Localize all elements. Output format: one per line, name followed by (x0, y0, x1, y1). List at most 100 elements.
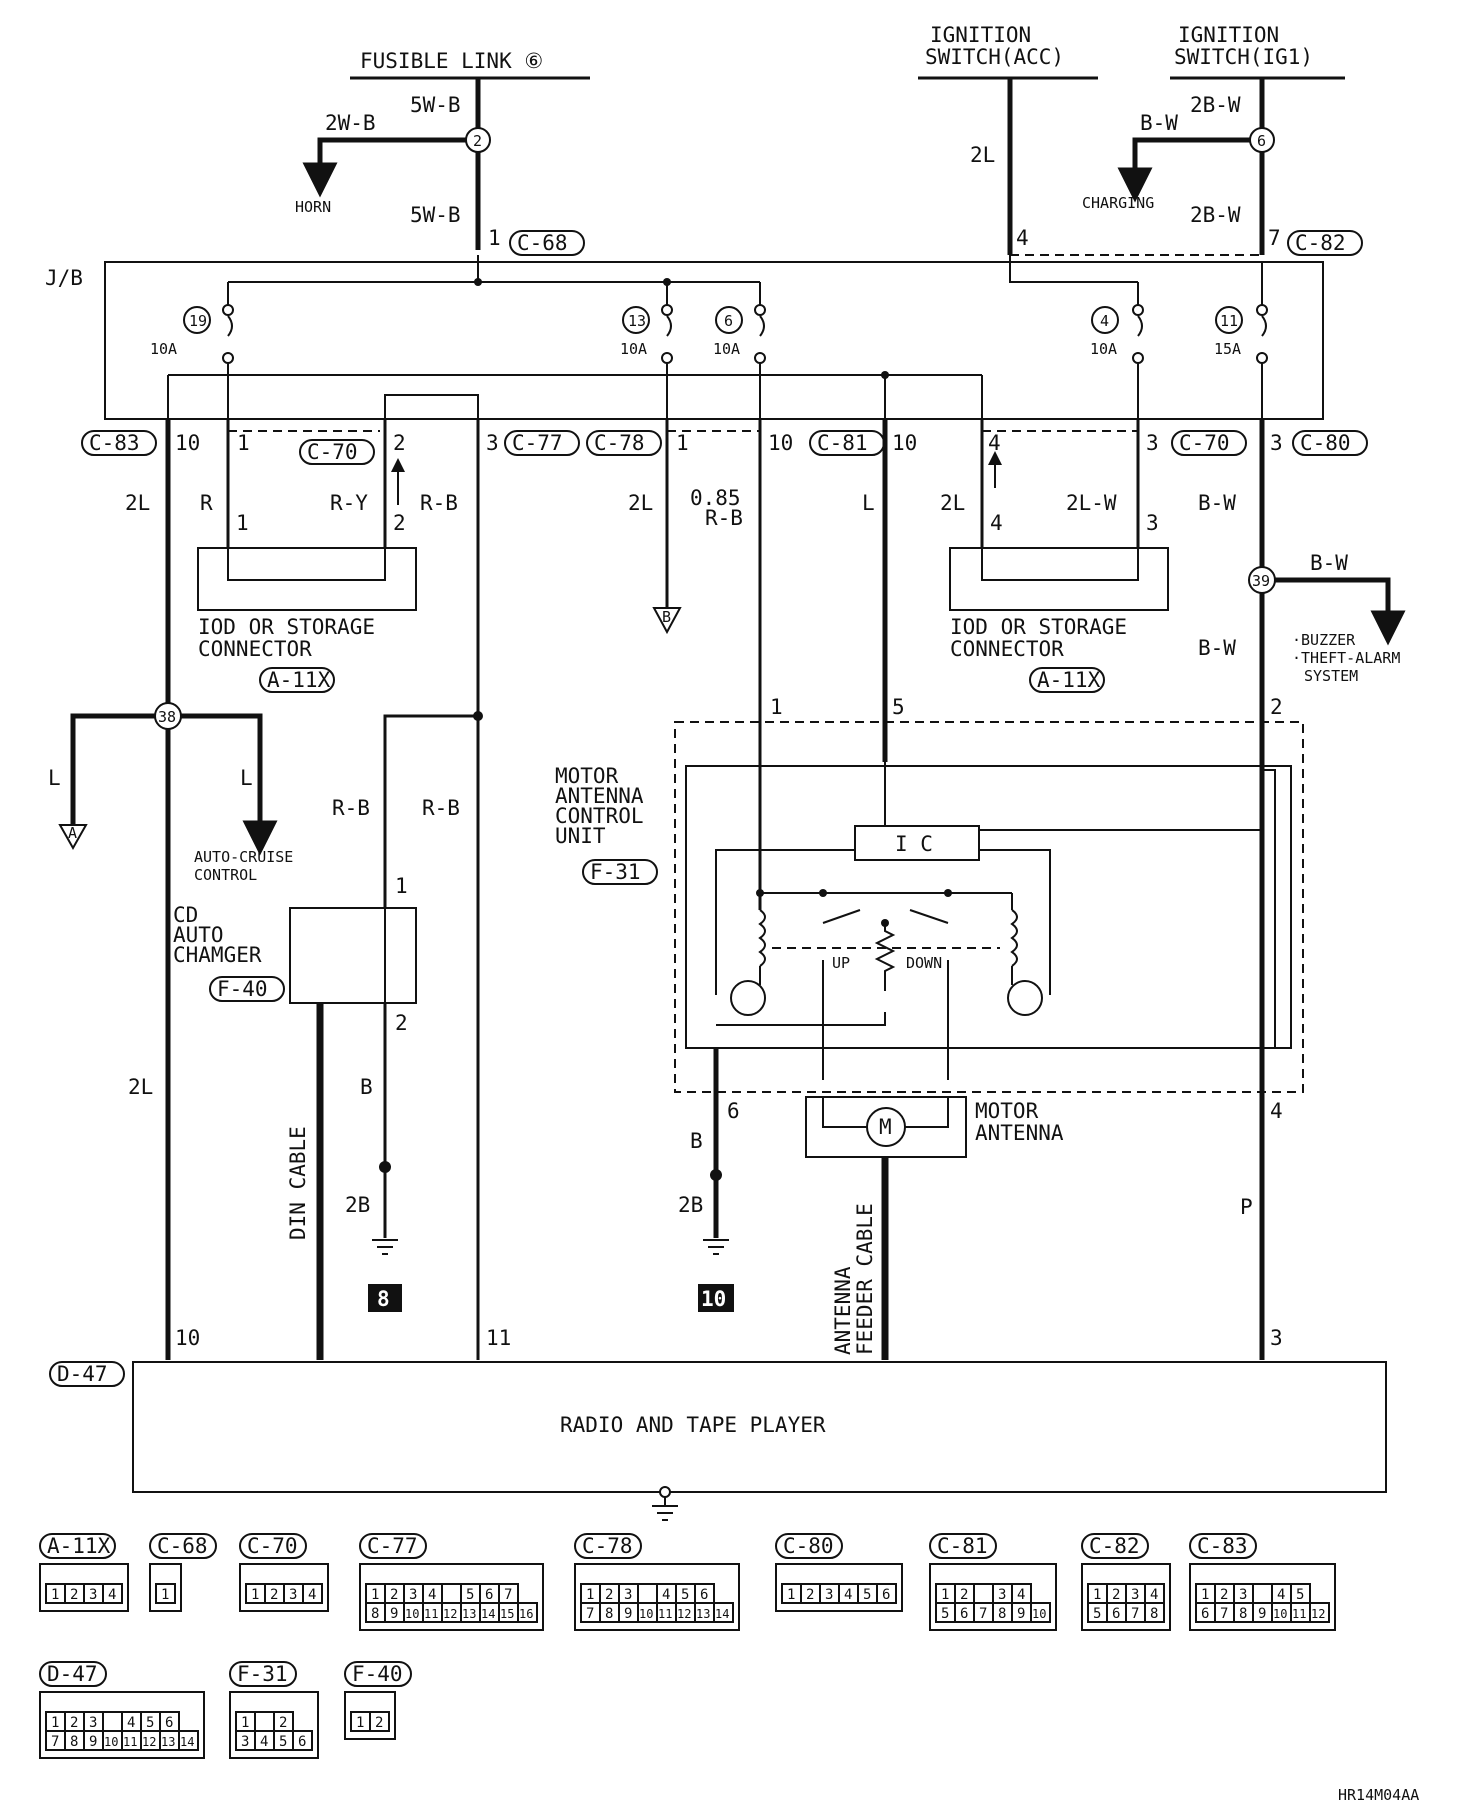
legend-pin: 2 (70, 1715, 78, 1731)
legend-pin: 3 (1131, 1587, 1139, 1603)
wire-l-to-a (70, 713, 155, 825)
legend-pin: 3 (825, 1587, 833, 1603)
connector-c81-label: C-81 (817, 431, 868, 455)
wire-label-b-cd: B (360, 1075, 373, 1099)
ic-label: I C (895, 832, 933, 856)
legend-pin: 6 (960, 1606, 968, 1622)
legend-pin: 7 (51, 1734, 59, 1750)
mac-inner-box (685, 765, 1292, 1049)
mac-power-right (1262, 769, 1276, 1048)
legend-pin: 3 (624, 1587, 632, 1603)
ground-10-badge (698, 1284, 734, 1312)
legend-pin: 1 (356, 1715, 364, 1731)
wire-label-rb-right: R-B (422, 796, 460, 820)
legend-pin: 7 (1131, 1606, 1139, 1622)
legend-pin: 1 (371, 1587, 379, 1603)
pin-mac-5: 5 (892, 695, 905, 719)
wire-label-bw-low: B-W (1198, 636, 1236, 660)
iod-right-loop (981, 548, 1139, 581)
flag-b-label: B (662, 608, 671, 626)
buzzer-label-1: ·BUZZER (1292, 631, 1356, 649)
legend-pin: 8 (605, 1606, 613, 1622)
pin-c77-3: 3 (486, 431, 499, 455)
jb-acc-bus (1009, 255, 1138, 283)
splice-2-label: 2 (473, 132, 482, 150)
mac-dashed-outline (674, 721, 1304, 1093)
relay-coil-left (758, 909, 766, 967)
flag-b (652, 607, 682, 635)
motor-wire-left (822, 1097, 867, 1128)
wire-label-085rb: R-B (705, 506, 743, 530)
cd-label-1: CD (173, 903, 198, 927)
wire-label-r: R (200, 491, 213, 515)
ground-symbol-cd (372, 1239, 398, 1255)
wire-label-rb-cd: R-B (332, 796, 370, 820)
legend-pin: 6 (700, 1587, 708, 1603)
legend-pin: 10 (639, 1607, 653, 1621)
legend-pin: 11 (424, 1607, 438, 1621)
legend-connector-name: D-47 (47, 1662, 98, 1686)
pin-c80-3: 3 (1270, 431, 1283, 455)
legend-pin: 4 (260, 1734, 268, 1750)
pin-cd-2: 2 (395, 1011, 408, 1035)
legend-pin: 14 (180, 1735, 194, 1749)
pin-c70-1: 1 (237, 431, 250, 455)
legend-connector-name: C-70 (247, 1534, 298, 1558)
legend-pin: 6 (1112, 1606, 1120, 1622)
flag-a-label: A (68, 824, 77, 842)
legend-pin: 9 (89, 1734, 97, 1750)
legend-pin: 6 (485, 1587, 493, 1603)
connector-c70 (299, 439, 375, 465)
connector-a11x-right (1029, 667, 1105, 693)
legend-pin: 7 (504, 1587, 512, 1603)
jb-node-feed (474, 278, 482, 286)
wire-label-2b-ant: 2B (678, 1193, 703, 1217)
connector-c82-label: C-82 (1295, 231, 1346, 255)
legend-pin: 2 (960, 1587, 968, 1603)
legend-pin: 12 (142, 1735, 156, 1749)
connector-c70b-label: C-70 (1179, 431, 1230, 455)
pin-iodr-4: 4 (990, 511, 1003, 535)
legend-pin: 12 (443, 1607, 457, 1621)
connector-c77-label: C-77 (512, 431, 563, 455)
connector-c70b (1171, 430, 1247, 456)
wire-label-085: 0.85 (690, 486, 741, 510)
legend-pin: 2 (806, 1587, 814, 1603)
antenna-feeder-label-1: ANTENNA (831, 1266, 855, 1355)
common-lead (716, 1012, 886, 1026)
legend-pin: 3 (289, 1587, 297, 1603)
legend-pin: 6 (165, 1715, 173, 1731)
legend-pin: 8 (1150, 1606, 1158, 1622)
legend-pin: 10 (405, 1607, 419, 1621)
junction-block (104, 261, 1324, 420)
legend-pin: 7 (979, 1606, 987, 1622)
legend-pin: 9 (390, 1606, 398, 1622)
legend-pin: 7 (1220, 1606, 1228, 1622)
legend-pin: 5 (279, 1734, 287, 1750)
pin-cd-1: 1 (395, 874, 408, 898)
legend-connector-name: C-68 (157, 1534, 208, 1558)
connector-c70-label: C-70 (307, 440, 358, 464)
legend-pin: 1 (586, 1587, 594, 1603)
motor-m-label: M (879, 1115, 892, 1139)
legend-pin: 4 (308, 1587, 316, 1603)
iod-left-loop (227, 548, 386, 581)
legend-pin: 15 (500, 1607, 514, 1621)
radio-label: RADIO AND TAPE PLAYER (560, 1413, 826, 1437)
legend-pin: 6 (1201, 1606, 1209, 1622)
svg-text:10A: 10A (1090, 340, 1117, 358)
legend-pin: 13 (696, 1607, 710, 1621)
connector-c68 (509, 230, 585, 256)
legend-pin: 14 (481, 1607, 495, 1621)
legend-pin: 1 (241, 1715, 249, 1731)
legend-pin: 1 (161, 1587, 169, 1603)
mac-label-3: CONTROL (555, 804, 644, 828)
pin-c83-10: 10 (175, 431, 200, 455)
legend-pin: 14 (715, 1607, 729, 1621)
legend-pin: 3 (89, 1715, 97, 1731)
wire-label-b-ant: B (690, 1129, 703, 1153)
